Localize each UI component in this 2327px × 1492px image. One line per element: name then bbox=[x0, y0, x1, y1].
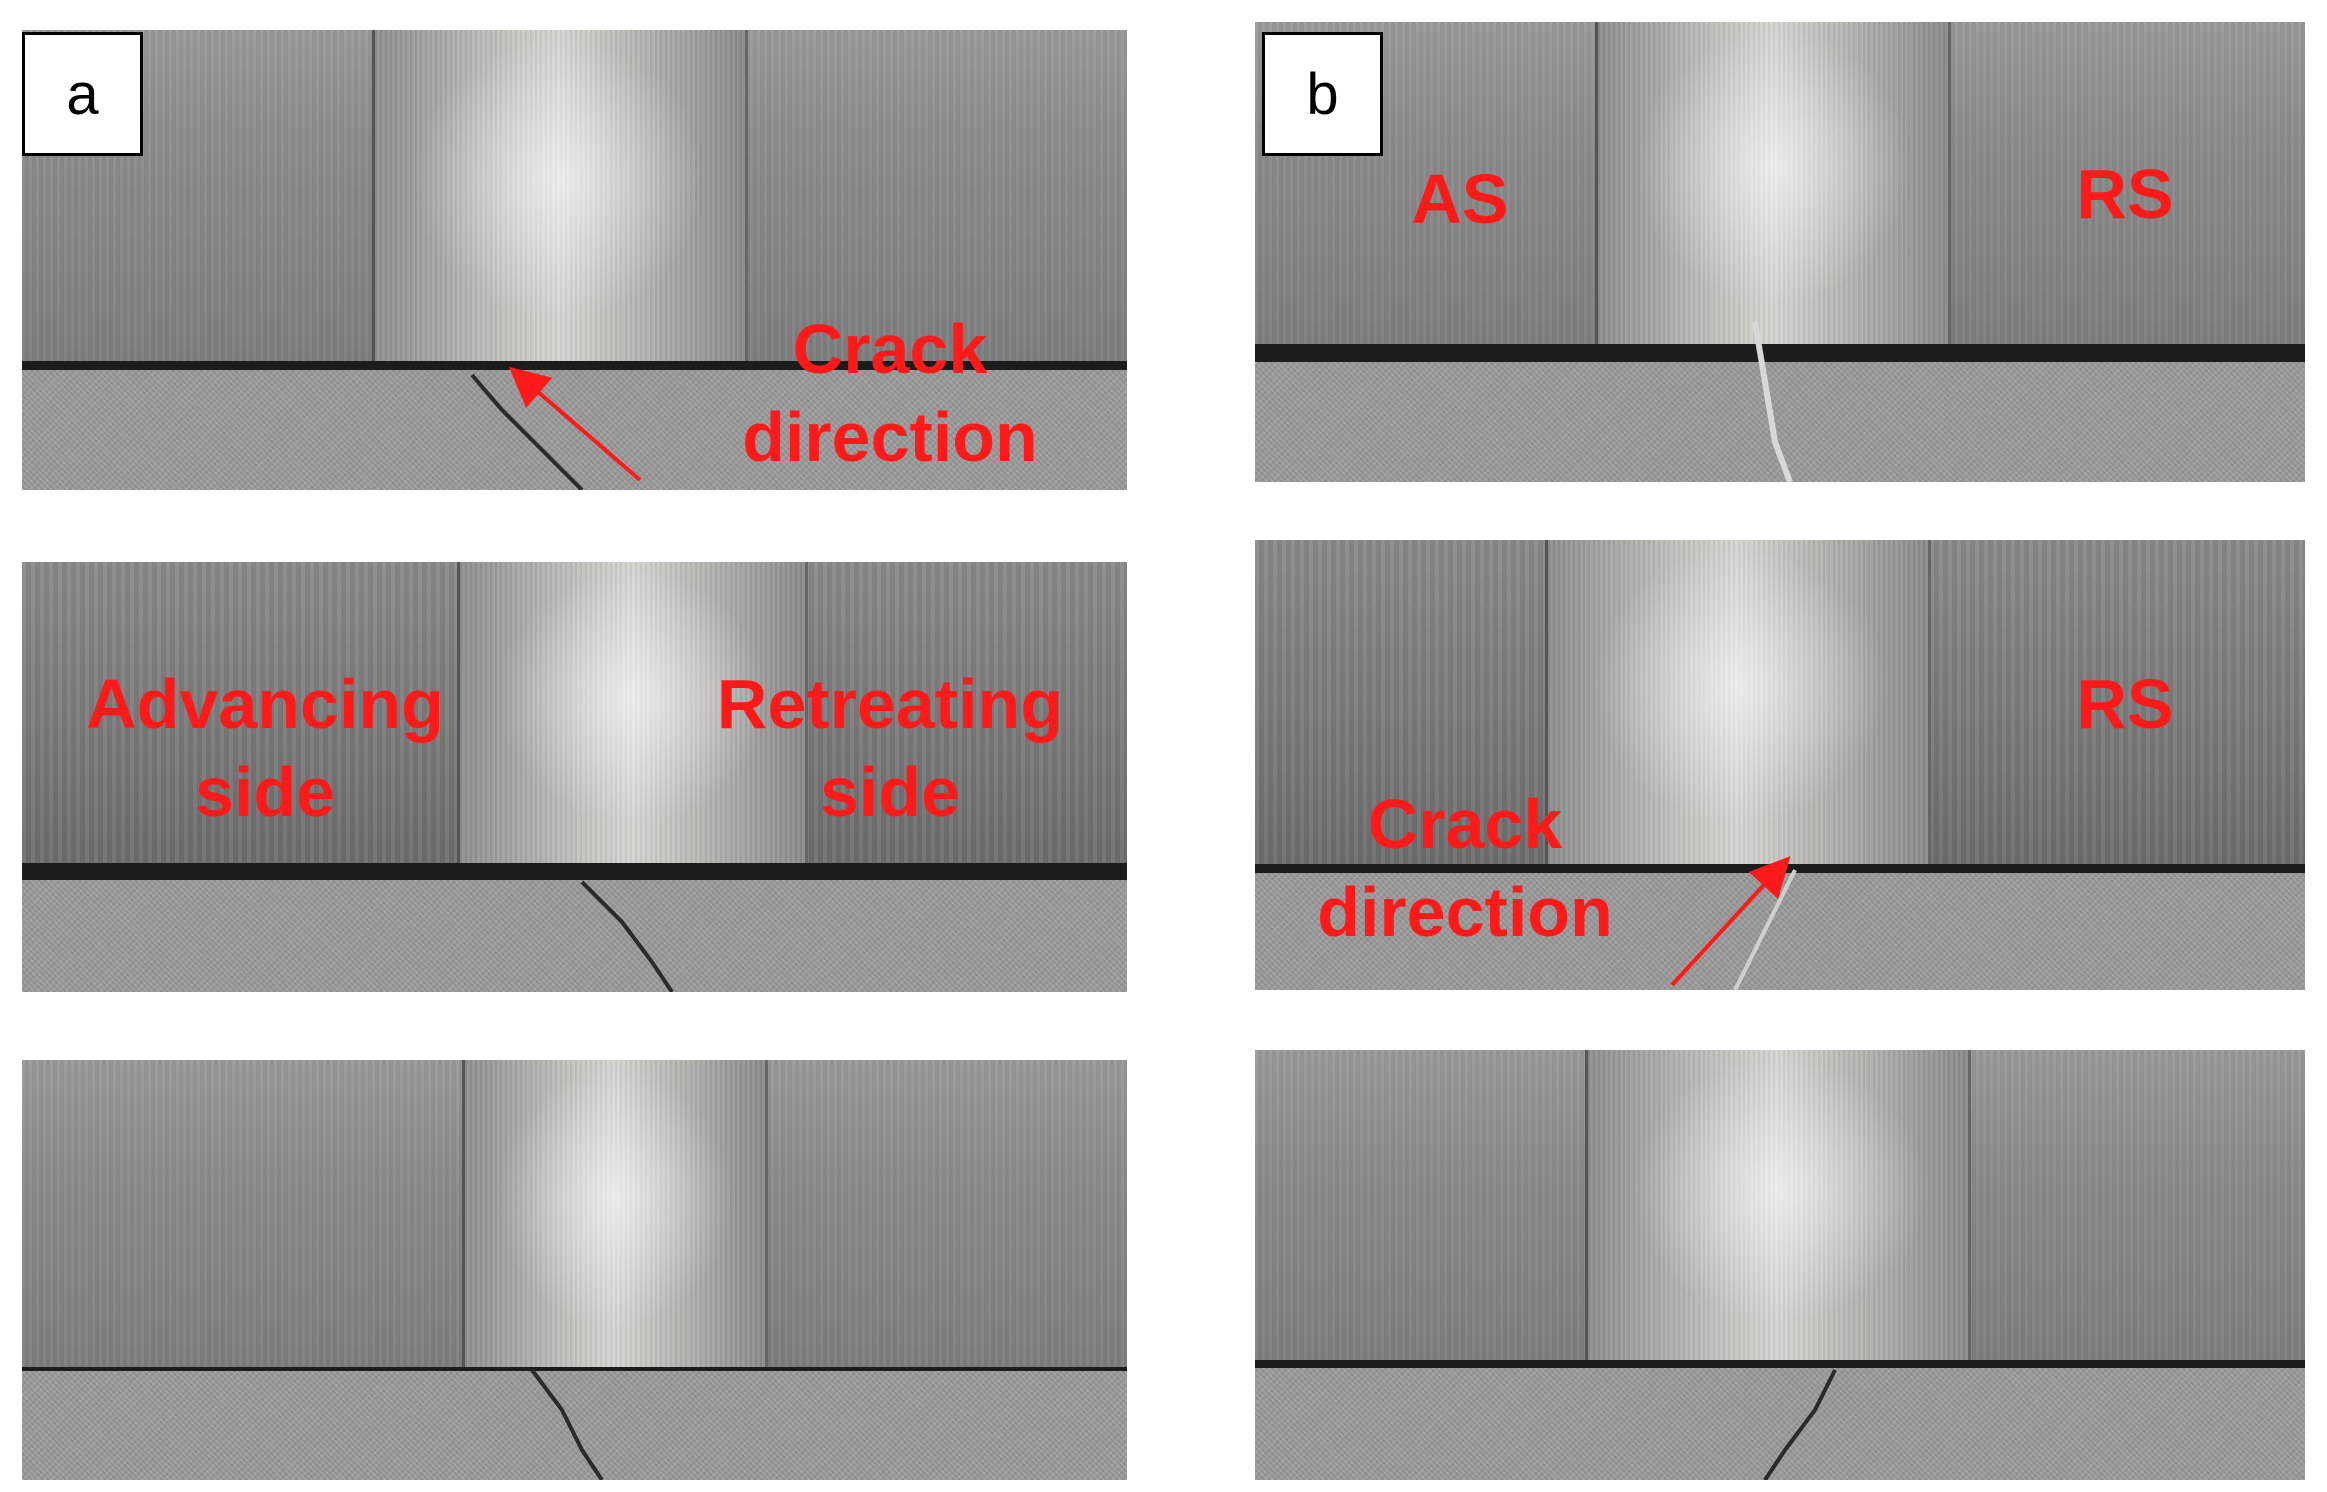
annotation-rs-top: RS bbox=[2076, 155, 2174, 233]
annotation-line-2: direction bbox=[742, 398, 1038, 476]
annotation-line-1: Crack bbox=[1367, 785, 1563, 863]
annotation-rs-middle: RS bbox=[2076, 665, 2174, 743]
photo-b-top bbox=[1255, 22, 2305, 482]
panel-label-b: b bbox=[1262, 32, 1383, 156]
annotation-line-1: Advancing bbox=[86, 665, 444, 743]
photo-b-bottom bbox=[1255, 1050, 2305, 1480]
crack-line bbox=[1763, 1369, 1837, 1480]
annotation-advancing-side: Advancing side bbox=[55, 660, 475, 836]
annotation-line-1: Retreating bbox=[716, 665, 1064, 743]
crack-line bbox=[530, 1368, 604, 1480]
photo-a-bottom bbox=[22, 1060, 1127, 1480]
annotation-line-2: direction bbox=[1317, 873, 1613, 951]
panel-label-a: a bbox=[22, 32, 143, 156]
photo-a-middle bbox=[22, 562, 1127, 992]
annotation-as: AS bbox=[1411, 160, 1509, 238]
crack-line bbox=[1752, 321, 1793, 482]
annotation-line-2: side bbox=[194, 753, 336, 831]
annotation-crack-direction-b: Crack direction bbox=[1275, 780, 1655, 956]
annotation-line-2: side bbox=[819, 753, 961, 831]
annotation-retreating-side: Retreating side bbox=[680, 660, 1100, 836]
crack-line bbox=[580, 880, 674, 992]
annotation-crack-direction-a: Crack direction bbox=[700, 305, 1080, 481]
photo-b-middle bbox=[1255, 540, 2305, 990]
annotation-line-1: Crack bbox=[792, 310, 988, 388]
